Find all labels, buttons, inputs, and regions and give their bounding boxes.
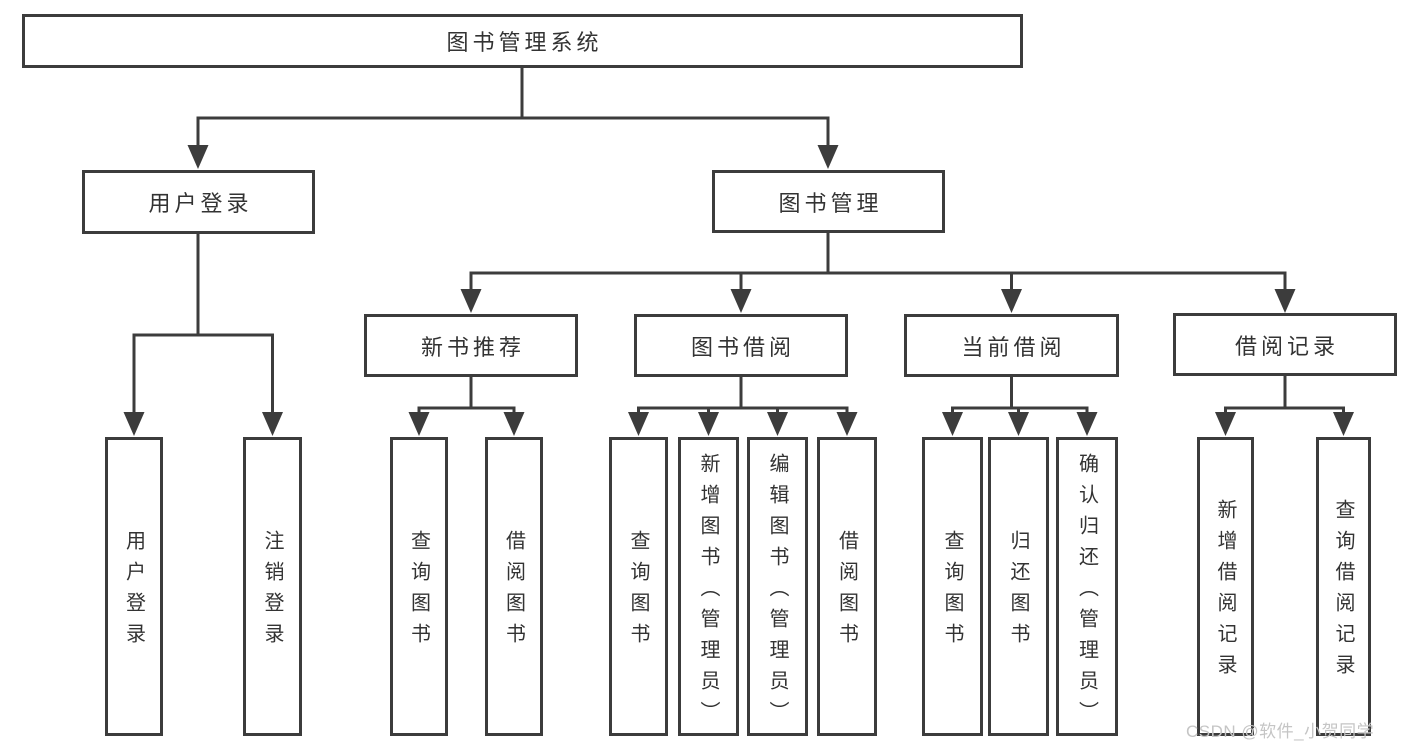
connector-book-management-to-level2 (460, 230, 1296, 313)
node-label: 新增图书（管理员） (697, 452, 719, 732)
node-label: 新书推荐 (420, 334, 525, 360)
csdn-watermark: CSDN @软件_小贺同学 (1186, 722, 1375, 741)
connector-root-to-level1 (187, 66, 839, 169)
leaf-logout: 注销登录 (243, 437, 302, 736)
connector-current-borrow-group (942, 375, 1098, 436)
connector-new-book-group (408, 375, 525, 436)
leaf-borrow-books-recommend: 借阅图书 (485, 437, 543, 736)
connector-book-borrow-group (628, 375, 858, 436)
node-label: 查询图书 (627, 530, 649, 654)
node-label: 图书借阅 (690, 334, 795, 360)
node-current-borrow: 当前借阅 (904, 314, 1119, 377)
connector-user-login-group (123, 232, 283, 436)
node-label: 当前借阅 (961, 334, 1066, 360)
node-label: 查询图书 (941, 530, 963, 654)
leaf-user-login: 用户登录 (105, 437, 163, 736)
node-label: 注销登录 (261, 530, 283, 654)
node-label: 查询图书 (407, 530, 430, 654)
node-label: 借阅记录 (1234, 333, 1339, 359)
leaf-confirm-return-admin: 确认归还（管理员） (1056, 437, 1118, 736)
node-user-login-branch: 用户登录 (82, 170, 315, 234)
leaf-return-books: 归还图书 (988, 437, 1049, 736)
leaf-query-books-current: 查询图书 (922, 437, 983, 736)
node-label: 用户登录 (122, 530, 145, 654)
node-label: 查询借阅记录 (1332, 499, 1354, 685)
node-label: 借阅图书 (835, 530, 858, 654)
node-borrow-records: 借阅记录 (1173, 313, 1397, 376)
connector-borrow-records-group (1215, 374, 1354, 436)
leaf-edit-books-admin: 编辑图书（管理员） (747, 437, 808, 736)
node-label: 编辑图书（管理员） (766, 452, 788, 732)
leaf-borrow-books: 借阅图书 (817, 437, 877, 736)
node-label: 图书管理 (778, 190, 883, 216)
leaf-query-books-recommend: 查询图书 (390, 437, 448, 736)
leaf-query-books-borrow: 查询图书 (609, 437, 668, 736)
node-new-book-recommend: 新书推荐 (364, 314, 578, 377)
leaf-add-borrow-record: 新增借阅记录 (1197, 437, 1254, 736)
node-label: 图书管理系统 (446, 30, 603, 55)
leaf-add-books-admin: 新增图书（管理员） (678, 437, 739, 736)
node-label: 归还图书 (1007, 530, 1029, 654)
node-library-management-system: 图书管理系统 (22, 14, 1023, 68)
node-label: 用户登录 (148, 191, 253, 216)
node-label: 借阅图书 (502, 530, 525, 654)
node-label: 确认归还（管理员） (1075, 452, 1098, 732)
node-book-borrow: 图书借阅 (634, 314, 848, 377)
node-book-management-branch: 图书管理 (712, 170, 945, 233)
node-label: 新增借阅记录 (1214, 499, 1236, 685)
leaf-query-borrow-record: 查询借阅记录 (1316, 437, 1371, 736)
